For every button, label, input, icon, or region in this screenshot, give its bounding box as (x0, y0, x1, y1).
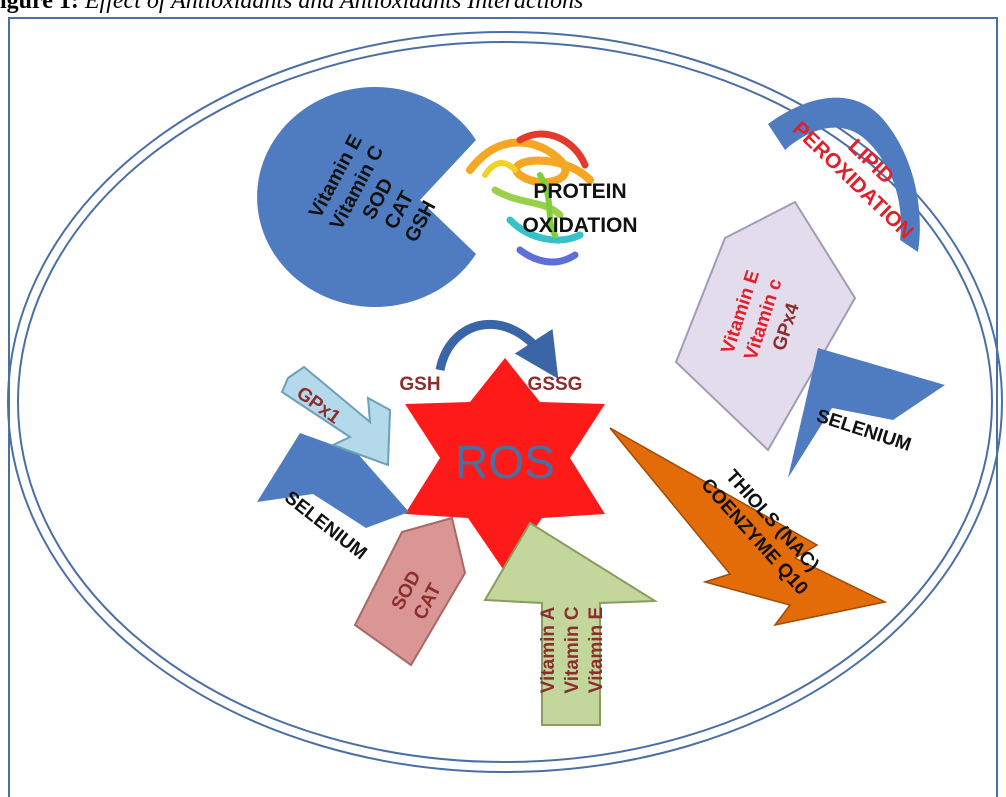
figure-caption: igure 1: Effect of Antioxidants and Anti… (0, 0, 1006, 18)
gssg-label: GSSG (528, 374, 583, 395)
selenium-left-shape (257, 433, 409, 528)
protein-label-1: PROTEIN (533, 180, 626, 203)
vitamin-a-label: Vitamin A (538, 606, 559, 693)
gpx4-pentagon (674, 200, 857, 452)
sod-cat-pentagon (353, 516, 467, 667)
gsh-gssg-arrow (435, 319, 559, 379)
lipid-arc (768, 97, 920, 252)
cell-membrane-outer (7, 31, 1003, 773)
vitamin-arrow (483, 521, 659, 726)
thiols-bolt (609, 427, 888, 627)
protein-label-2: OXIDATION (522, 214, 637, 237)
pacman-shape (257, 86, 476, 307)
ros-star (405, 358, 605, 572)
caption-italic: Effect of Antioxidants and Antioxidants … (84, 0, 584, 14)
caption-prefix: igure 1: (0, 0, 79, 14)
vitamin-labels: Vitamin A Vitamin C Vitamin E (538, 606, 607, 694)
vitamin-e-label: Vitamin E (586, 607, 607, 693)
ros-label: ROS (455, 436, 555, 488)
selenium-right-shape (788, 348, 945, 478)
gpx1-arrow (280, 365, 392, 467)
gsh-label: GSH (399, 374, 440, 395)
cell-membrane-inner (17, 41, 993, 763)
vitamin-c-label: Vitamin C (562, 606, 583, 694)
protein-ribbon-icon (466, 130, 594, 266)
